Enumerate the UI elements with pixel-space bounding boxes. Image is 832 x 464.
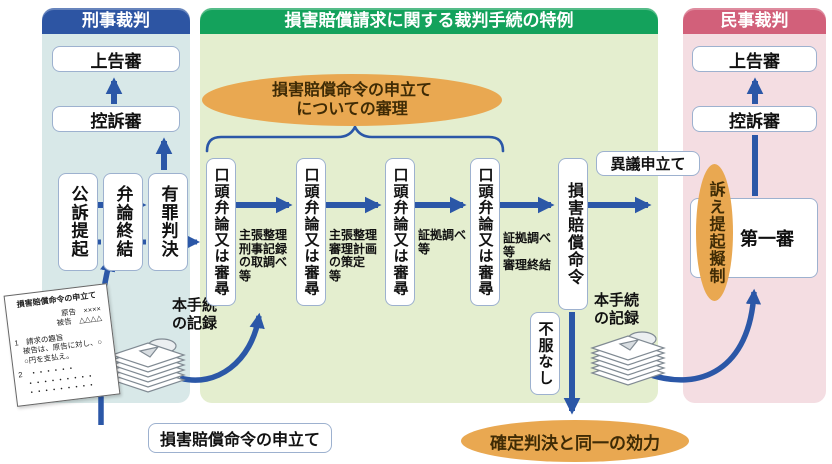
petition-box: 損害賠償命令の申立て: [148, 423, 332, 453]
step-note-4: 証拠調べ 等 審理終結: [503, 231, 552, 272]
special-procedure-panel: [200, 8, 658, 403]
step-note-3: 証拠調べ 等: [418, 228, 467, 256]
review-ellipse: 損害賠償命令の申立て についての審理: [202, 74, 502, 126]
step-note-1: 主張整理 刑事記録 の取調べ 等: [239, 228, 288, 283]
objection-box: 異議申立て: [596, 151, 700, 176]
step-note-2: 主張整理 審理計画 の策定 等: [329, 228, 378, 283]
criminal-supreme-court-box: 上告審: [52, 46, 180, 72]
special-record-label: 本手続 の記録: [594, 292, 640, 327]
argument-conclusion-box: 弁論終結: [103, 173, 143, 271]
hearing-box-1: 口頭弁論又は審尋: [206, 158, 236, 306]
special-procedure-header: 損害賠償請求に関する裁判手続の特例: [200, 8, 658, 34]
criminal-header: 刑事裁判: [42, 8, 190, 34]
petition-document: 損害賠償命令の申立て原告 ××××被告 △△△△1 請求の趣旨 被告は、原告に対…: [3, 283, 121, 407]
hearing-box-4: 口頭弁論又は審尋: [470, 158, 500, 306]
deemed-filing-ellipse: 訴え提起擬制: [696, 164, 733, 301]
hearing-box-2: 口頭弁論又は審尋: [296, 158, 326, 306]
civil-header: 民事裁判: [683, 8, 826, 34]
final-effect-ellipse: 確定判決と同一の効力: [461, 420, 689, 462]
no-objection-box: 不服なし: [530, 312, 560, 395]
criminal-appeal-court-box: 控訴審: [52, 106, 180, 132]
prosecution-box: 公訴提起: [58, 173, 98, 271]
guilty-verdict-box: 有罪判決: [148, 173, 188, 271]
damages-order-box: 損害賠償命令: [558, 158, 588, 310]
hearing-box-3: 口頭弁論又は審尋: [385, 158, 415, 306]
civil-supreme-court-box: 上告審: [692, 46, 817, 72]
civil-appeal-court-box: 控訴審: [692, 106, 817, 132]
